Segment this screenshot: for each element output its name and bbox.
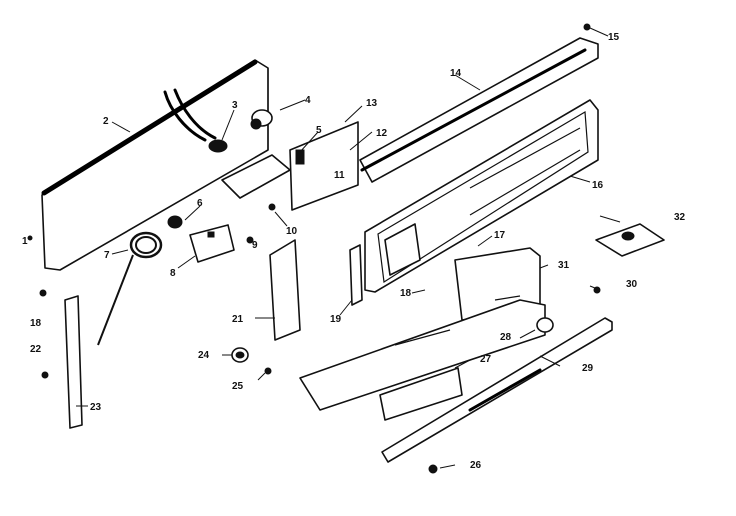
callout-8: 8: [170, 268, 176, 279]
callout-21: 21: [232, 314, 244, 325]
side-strip-23: [64, 295, 83, 429]
callout-30: 30: [626, 279, 638, 290]
control-panel-16: [364, 99, 599, 293]
wire-harness: [163, 88, 228, 153]
bracket-8: [189, 224, 235, 263]
callout-28: 28: [500, 332, 512, 343]
callout-labels: 1 2 3 4 5 6 7 8 9 10 11 12 13 14 15 16 1…: [22, 32, 686, 471]
callout-7: 7: [104, 250, 110, 261]
callout-16: 16: [592, 180, 604, 191]
callout-23: 23: [90, 402, 102, 413]
callout-11: 11: [334, 170, 345, 181]
thermostat-coil: [97, 215, 183, 346]
rail-29: [381, 317, 613, 463]
knob-24: [231, 347, 249, 363]
callout-15: 15: [608, 32, 620, 43]
callout-25: 25: [232, 381, 244, 392]
screws: [27, 23, 601, 474]
callout-3: 3: [232, 100, 238, 111]
callout-13: 13: [366, 98, 378, 109]
callout-26: 26: [470, 460, 482, 471]
callout-19: 19: [330, 314, 342, 325]
bracket-21: [269, 239, 301, 341]
callout-2: 2: [103, 116, 109, 127]
callout-18-right: 18: [400, 288, 412, 299]
callout-5: 5: [316, 125, 322, 136]
top-trim-14: [359, 37, 599, 183]
knob-28: [536, 317, 554, 333]
plate-32: [595, 223, 665, 257]
callout-24: 24: [198, 350, 210, 361]
callout-6: 6: [197, 198, 203, 209]
callout-9: 9: [252, 240, 258, 251]
back-panel-left: [41, 59, 269, 271]
callout-14: 14: [450, 68, 462, 79]
callout-31: 31: [558, 260, 570, 271]
callout-4: 4: [305, 95, 311, 106]
callout-22: 22: [30, 344, 42, 355]
callout-29: 29: [582, 363, 594, 374]
callout-10: 10: [286, 226, 298, 237]
bracket-19: [349, 244, 363, 306]
callout-1: 1: [22, 236, 28, 247]
leader-lines: [76, 27, 621, 469]
callout-18-left: 18: [30, 318, 42, 329]
callout-12: 12: [376, 128, 388, 139]
callout-32: 32: [674, 212, 686, 223]
callout-17: 17: [494, 230, 506, 241]
knob-4: [250, 109, 273, 130]
callout-27: 27: [480, 354, 492, 365]
